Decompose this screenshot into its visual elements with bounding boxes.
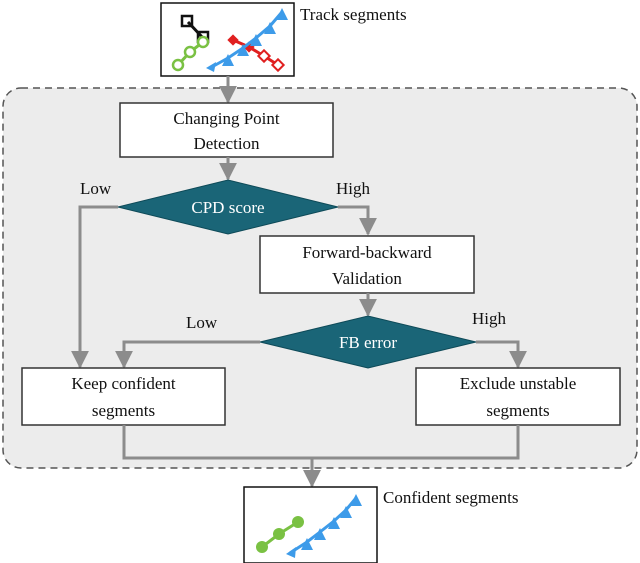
exclude-unstable-box: Exclude unstable segments xyxy=(415,367,621,426)
forward-backward-validation-box: Forward-backward Validation xyxy=(259,235,475,294)
keep-label-line2: segments xyxy=(92,401,155,420)
cpd-low-label: Low xyxy=(80,179,112,198)
confident-segments-label: Confident segments xyxy=(383,488,519,507)
green-confident-track xyxy=(256,516,304,553)
fb-label-line2: Validation xyxy=(332,269,402,288)
keep-confident-box: Keep confident segments xyxy=(21,367,226,426)
cpd-score-label: CPD score xyxy=(191,198,264,217)
fb-high-label: High xyxy=(472,309,507,328)
green-track xyxy=(171,35,210,72)
fb-low-label: Low xyxy=(186,313,218,332)
blue-track xyxy=(206,8,288,72)
changing-point-detection-box: Changing Point Detection xyxy=(119,102,334,158)
exclude-label-line1: Exclude unstable xyxy=(460,374,577,393)
fb-error-label: FB error xyxy=(339,333,397,352)
keep-label-line1: Keep confident xyxy=(71,374,176,393)
edge-merge xyxy=(122,425,520,460)
track-segments-thumbnail xyxy=(160,2,295,77)
edge-cpd-high-to-fb xyxy=(338,205,377,236)
edge-fb-low-to-keep xyxy=(115,340,260,369)
cpd-score-decision: CPD score xyxy=(117,179,339,235)
blue-confident-track xyxy=(286,494,362,558)
fb-label-line1: Forward-backward xyxy=(302,243,432,262)
edge-cpd-low-to-keep xyxy=(71,205,118,369)
cpd-label-line1: Changing Point xyxy=(173,109,280,128)
confident-segments-thumbnail xyxy=(243,486,378,563)
track-segments-label: Track segments xyxy=(300,5,407,24)
edge-fb-high-to-exclude xyxy=(476,340,527,369)
cpd-label-line2: Detection xyxy=(193,134,260,153)
red-track xyxy=(227,34,286,73)
cpd-high-label: High xyxy=(336,179,371,198)
fb-error-decision: FB error xyxy=(259,315,477,369)
exclude-label-line2: segments xyxy=(486,401,549,420)
